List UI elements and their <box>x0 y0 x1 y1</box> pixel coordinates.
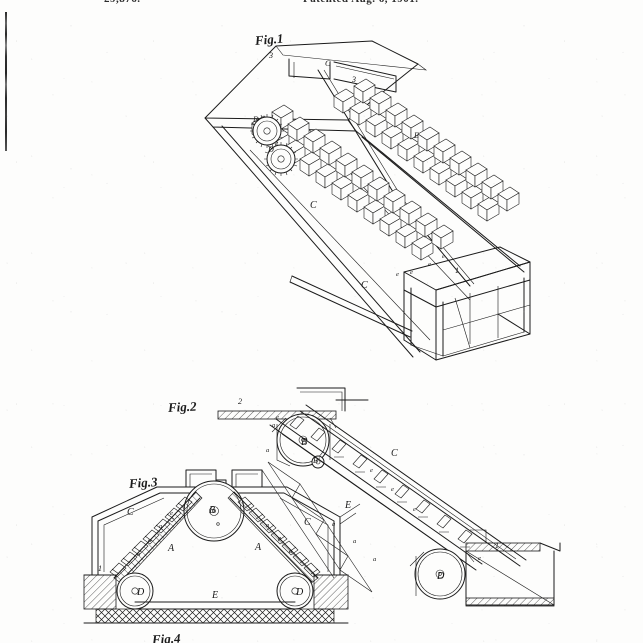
callout-fig3-a5: a <box>278 535 281 542</box>
callout-fig1-1: 1 <box>455 266 459 275</box>
scan-artifact-streak <box>5 12 7 151</box>
callout-fig1-d1: D <box>252 115 259 124</box>
callout-fig2-a1: a <box>266 447 269 454</box>
callout-fig1-3a: 3 <box>268 51 273 60</box>
callout-fig3-C1: C <box>127 507 134 518</box>
callout-fig3-D1: D <box>136 587 145 598</box>
callout-fig3-D2: D <box>295 587 304 598</box>
callout-fig1-e4: e <box>442 253 445 260</box>
callout-fig3-A2: A <box>254 542 262 553</box>
callout-fig1-c1: C <box>325 59 331 68</box>
carrier-chain-E-fig2 <box>261 461 373 593</box>
callout-fig3-a1: a <box>159 523 162 530</box>
pulley-B-prime-fig2 <box>311 455 325 469</box>
callout-fig2-E: E <box>344 500 351 511</box>
callout-fig2-2: 2 <box>238 397 242 406</box>
callout-fig3-1: 1 <box>98 564 102 573</box>
callout-fig3-a2: a <box>148 537 151 544</box>
callout-fig1-d2: D <box>267 145 274 154</box>
pulley-B-fig2 <box>276 413 330 467</box>
callout-fig3-B: B <box>209 505 215 516</box>
callout-fig2-a3: a <box>353 538 356 545</box>
callout-fig3-A1: A <box>167 543 175 554</box>
callout-fig3-a3: a <box>137 551 140 558</box>
pulley-D-right-fig3 <box>276 572 314 610</box>
callout-fig3-a4: a <box>266 522 269 529</box>
callout-fig2-1: 1 <box>495 541 499 550</box>
patent-date-header: Patented Aug. 6, 1901. <box>303 0 419 5</box>
callout-fig2-e3: e <box>413 506 416 513</box>
callout-fig3-E: E <box>211 590 218 601</box>
callout-fig1-3b: 3 <box>351 75 356 84</box>
sprocket-gear-lower-fig1 <box>264 142 298 176</box>
callout-fig2-Bp: B' <box>313 456 320 465</box>
step-group-fig2 <box>289 415 473 548</box>
callout-fig2-C: C <box>391 448 398 459</box>
callout-fig1-e: E <box>413 131 419 140</box>
callout-fig1-c2: C <box>310 200 317 211</box>
callout-fig1-e2: e <box>410 269 413 276</box>
callout-fig1-c3: C <box>361 280 368 291</box>
callout-fig2-a0: a <box>272 422 275 429</box>
pulley-D-fig2 <box>414 548 466 600</box>
sprocket-gear-upper-fig1 <box>250 114 284 148</box>
callout-fig3-C2: C <box>304 517 311 528</box>
callout-fig2-e4: e <box>478 555 481 562</box>
callout-fig2-B: B <box>301 437 307 448</box>
callout-fig2-e0: e <box>276 414 279 421</box>
patent-number: 29,876. <box>104 0 141 5</box>
callout-fig1-e3: e <box>428 261 431 268</box>
callout-fig3-a6: a <box>289 548 292 555</box>
callout-fig2-e2: e <box>391 486 394 493</box>
callout-fig2-e1: e <box>370 467 373 474</box>
callout-fig3-e: e <box>170 510 173 517</box>
callout-fig2-a4: a <box>373 556 376 563</box>
callout-fig1-e1: e <box>396 271 399 278</box>
callout-fig2-D: D <box>436 571 445 582</box>
